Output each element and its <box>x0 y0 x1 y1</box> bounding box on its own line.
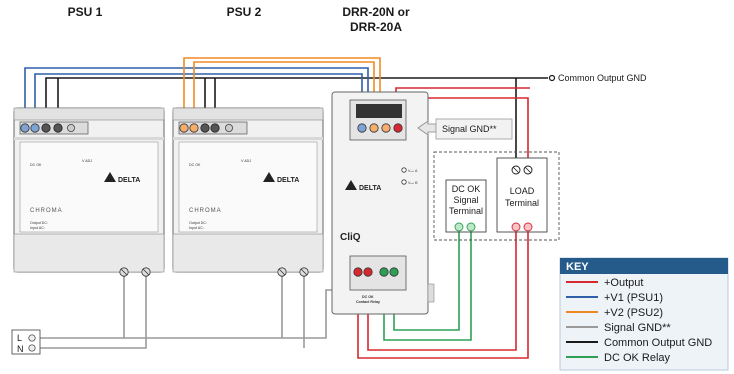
drr-terminal-vin-b <box>369 123 379 133</box>
redundancy-title-line2: DRR-20A <box>350 20 402 34</box>
load-terminal: LOAD Terminal <box>496 157 548 233</box>
psu2-front-panel <box>178 141 318 233</box>
psu2-spec-out: Output DC: <box>189 221 207 225</box>
output-wire-bottom2 <box>367 232 517 351</box>
signal-gnd-callout: Signal GND** <box>417 118 513 140</box>
psu2-vadj: V ADJ <box>241 159 251 163</box>
drr-delta-logo-icon <box>345 180 357 190</box>
key-background <box>559 257 729 371</box>
psu1-spec-out: Output DC: <box>30 221 48 225</box>
key-item-label: +Output <box>604 277 643 289</box>
ac-n-label: N <box>17 344 24 354</box>
psu1-terminal-adj <box>67 124 76 133</box>
dc-ok-terminal-1 <box>454 222 464 232</box>
psu2-brand: DELTA <box>277 177 299 184</box>
psu2-terminal-gnd1 <box>200 123 210 133</box>
key-legend: KEY +Output +V1 (PSU1) +V2 (PSU2) Signal GN… <box>559 257 729 371</box>
key-title: KEY <box>566 261 589 273</box>
psu2-terminal-gnd2 <box>210 123 220 133</box>
v1-wire-outer <box>24 67 369 128</box>
dc-ok-label-line1: DC OK <box>452 184 481 194</box>
output-wire-bottom1 <box>357 232 529 359</box>
psu2-terminal-adj <box>224 124 233 133</box>
psu2-series: CHROMA <box>189 208 222 214</box>
psu2-dcok-led: DC OK <box>189 163 201 167</box>
drr-vout-a: Vₒᵤₜ A <box>408 169 418 173</box>
signal-gnd-relay <box>124 289 359 339</box>
load-terminal-out2 <box>523 222 533 232</box>
load-label-line2: Terminal <box>505 198 539 208</box>
psu1-unit: DC OK V ADJ DELTA CHROMA Output DC: Inpu… <box>13 107 165 277</box>
psu2-terminal-v2b <box>189 123 199 133</box>
ac-input-block: L N <box>11 329 41 355</box>
psu1-terminal-v1a <box>20 123 30 133</box>
psu2-terminal-v2a <box>179 123 189 133</box>
psu1-series: CHROMA <box>30 208 63 214</box>
drr-terminal-vin-c <box>381 123 391 133</box>
psu1-dcok-led: DC OK <box>30 163 42 167</box>
v2-wire-inner <box>193 61 375 128</box>
dc-ok-signal-terminal: DC OK Signal Terminal <box>445 179 487 233</box>
ac-l-label: L <box>17 333 22 343</box>
load-label-line1: LOAD <box>510 186 535 196</box>
key-item-label: DC OK Relay <box>604 352 671 364</box>
key-header <box>560 258 728 274</box>
psu1-title: PSU 1 <box>68 5 103 19</box>
psu2-spec-in: Input AC: <box>189 226 204 230</box>
drr-brand: DELTA <box>359 185 381 192</box>
psu2-title: PSU 2 <box>227 5 262 19</box>
drr-terminal-vout <box>393 123 403 133</box>
drr-cliq-logo: CliQ <box>340 232 361 243</box>
psu1-delta-logo-icon <box>104 172 116 182</box>
common-gnd-label: Common Output GND <box>558 73 647 83</box>
drr-terminal-vin-a <box>357 123 367 133</box>
key-item-label: Signal GND** <box>604 322 671 334</box>
signal-gnd-wire-ac-n <box>40 272 147 349</box>
terminal-group-outline <box>433 151 560 241</box>
drr-led-a <box>401 167 407 173</box>
drr-relay-terminal-1 <box>353 267 363 277</box>
drr-vout-b: Vₒᵤₜ B <box>408 181 418 185</box>
load-terminal-out1 <box>511 222 521 232</box>
dc-ok-label-line3: Terminal <box>449 206 483 216</box>
psu2-unit: DC OK V ADJ DELTA CHROMA Output DC: Inpu… <box>172 107 324 277</box>
v1-wire-inner <box>34 73 363 128</box>
psu1-vadj: V ADJ <box>82 159 92 163</box>
ac-n-terminal <box>28 344 36 352</box>
drr-relay-terminal-2 <box>363 267 373 277</box>
key-item-label: +V1 (PSU1) <box>604 292 663 304</box>
ac-l-terminal <box>28 334 36 342</box>
signal-gnd-wire-ac-l <box>40 272 125 339</box>
psu1-terminal-gnd2 <box>53 123 63 133</box>
drr-relay-terminal-3 <box>379 267 389 277</box>
key-item-label: Common Output GND <box>604 337 712 349</box>
psu1-spec-in: Input AC: <box>30 226 45 230</box>
dc-ok-label-line2: Signal <box>453 195 478 205</box>
psu1-terminal-v1b <box>30 123 40 133</box>
drr-relay-terminal-4 <box>389 267 399 277</box>
v2-wire-outer <box>183 57 381 128</box>
psu1-front-panel <box>19 141 159 233</box>
redundancy-title-line1: DRR-20N or <box>342 5 410 19</box>
signal-gnd-label: Signal GND** <box>442 124 497 134</box>
psu2-delta-logo-icon <box>263 172 275 182</box>
common-gnd-terminal <box>548 74 556 82</box>
drr-relay-label: DC OK <box>362 295 374 299</box>
psu1-terminal-gnd1 <box>41 123 51 133</box>
drr-relay-sublabel: Contact Relay <box>356 300 380 304</box>
psu1-brand: DELTA <box>118 177 140 184</box>
drr-led-b <box>401 179 407 185</box>
key-item-label: +V2 (PSU2) <box>604 307 663 319</box>
drr-module: Vₒᵤₜ A Vₒᵤₜ B DELTA CliQ DC OK Contact R… <box>331 91 435 315</box>
drr-top-connector <box>356 104 402 118</box>
dc-ok-terminal-2 <box>466 222 476 232</box>
